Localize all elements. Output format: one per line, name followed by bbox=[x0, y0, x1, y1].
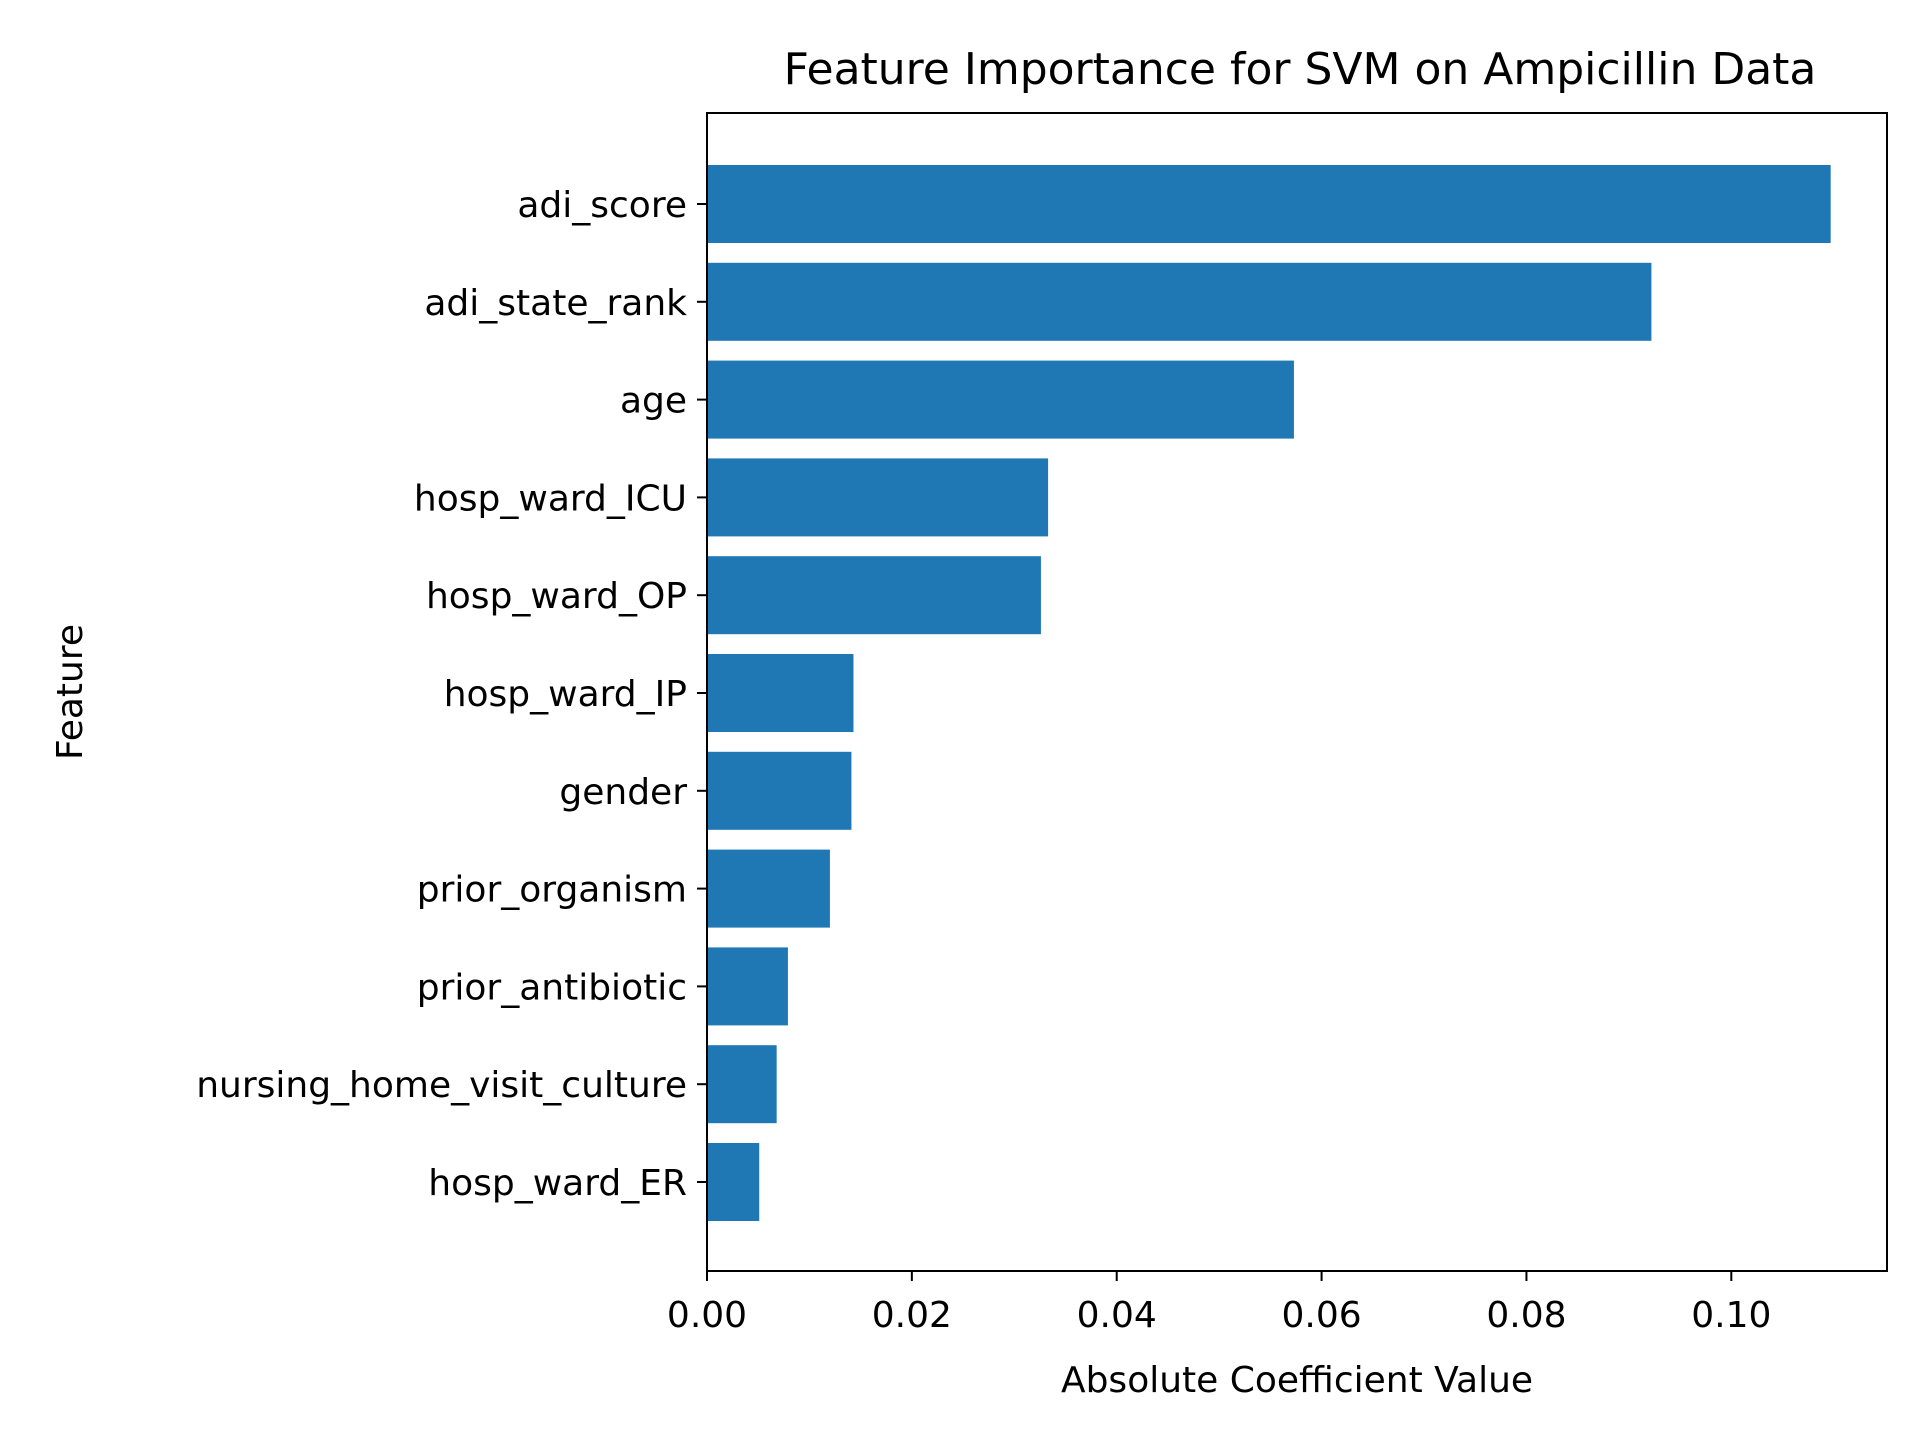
plot-frame bbox=[706, 112, 1888, 1272]
bar-hosp-ward-IP bbox=[707, 654, 854, 732]
bar-hosp-ward-ICU bbox=[707, 458, 1049, 537]
x-tick-label: 0.00 bbox=[667, 1295, 747, 1336]
bar-hosp-ward-OP bbox=[707, 556, 1041, 635]
bar-adi-score bbox=[707, 165, 1831, 243]
y-tick-label: adi_score bbox=[517, 185, 687, 226]
y-axis-label: Feature bbox=[50, 624, 91, 760]
bar-gender bbox=[707, 751, 852, 830]
bars-layer bbox=[707, 165, 1831, 1221]
y-tick-label: prior_organism bbox=[417, 870, 687, 911]
y-tick-label: prior_antibiotic bbox=[417, 967, 687, 1008]
y-tick-label: age bbox=[620, 381, 687, 422]
bar-prior-organism bbox=[707, 849, 830, 928]
x-tick-label: 0.10 bbox=[1691, 1295, 1771, 1336]
x-axis-label: Absolute Coefficient Value bbox=[1061, 1360, 1533, 1401]
chart-title: Feature Importance for SVM on Ampicillin… bbox=[784, 44, 1817, 95]
y-tick-label: hosp_ward_IP bbox=[444, 674, 687, 715]
bar-adi-state-rank bbox=[707, 262, 1652, 341]
bar-hosp-ward-ER bbox=[707, 1143, 760, 1221]
y-tick-label: nursing_home_visit_culture bbox=[196, 1065, 687, 1106]
y-tick-label: hosp_ward_ER bbox=[428, 1163, 687, 1204]
x-tick-label: 0.08 bbox=[1486, 1295, 1566, 1336]
y-tick-label: gender bbox=[559, 772, 687, 813]
bar-nursing-home-visit-culture bbox=[707, 1045, 777, 1124]
x-tick-label: 0.04 bbox=[1077, 1295, 1157, 1336]
y-tick-label: adi_state_rank bbox=[424, 283, 687, 324]
bar-age bbox=[707, 360, 1294, 439]
y-tick-label: hosp_ward_ICU bbox=[414, 478, 687, 519]
x-tick-label: 0.06 bbox=[1282, 1295, 1362, 1336]
y-tick-label: hosp_ward_OP bbox=[426, 576, 687, 617]
bar-prior-antibiotic bbox=[707, 947, 788, 1026]
x-tick-label: 0.02 bbox=[872, 1295, 952, 1336]
